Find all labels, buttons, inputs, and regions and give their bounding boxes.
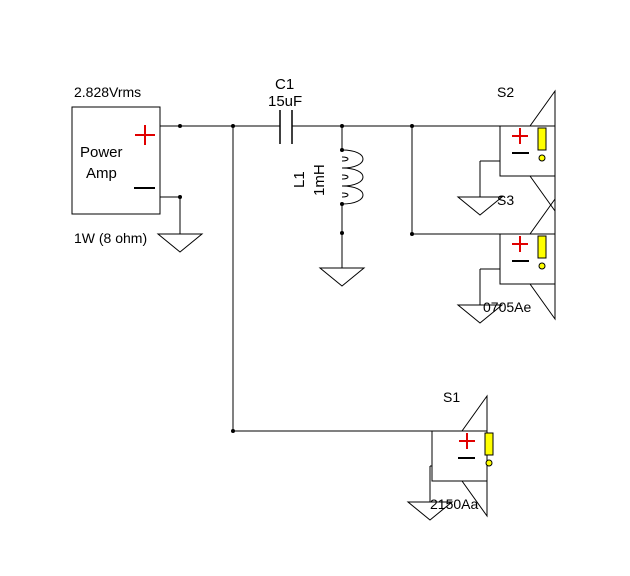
plus-icon [512,128,528,144]
wires [160,125,500,502]
s1-ref: S1 [443,389,460,405]
c1-value: 15uF [268,93,302,110]
capacitor-c1[interactable]: C1 15uF [268,76,302,144]
junction-dots [178,124,414,433]
warning-icon [484,432,494,467]
amp-power-note: 1W (8 ohm) [74,230,147,246]
s1-model: 2150Aa [430,496,478,512]
s3-ref: S3 [497,192,514,208]
power-amp-box [71,106,161,215]
junction-dot [178,195,182,199]
speaker-s1[interactable]: S1 2150Aa [430,389,494,517]
s2-ref: S2 [497,84,514,100]
plus-icon [459,433,475,449]
l1-coil [341,149,364,205]
junction-dot [231,429,235,433]
amp-voltage-label: 2.828Vrms [74,84,141,100]
l1-value: 1mH [311,164,328,196]
l1-ref: L1 [291,171,308,188]
inductor-l1[interactable]: L1 1mH [291,149,364,205]
ground-icon [457,196,503,216]
plus-icon [512,236,528,252]
plus-icon [135,125,155,145]
junction-dot [410,232,414,236]
power-amp[interactable]: 2.828Vrms Power Amp 1W (8 ohm) [71,84,161,246]
amp-name-line2: Amp [86,165,117,182]
ground-icon [319,267,365,287]
junction-dot [340,124,344,128]
ground-icon [157,233,203,253]
c1-ref: C1 [275,76,294,93]
amp-name-line1: Power [80,144,123,161]
junction-dot [231,124,235,128]
junction-dot [410,124,414,128]
speaker-s2[interactable]: S2 [497,84,556,212]
junction-dot [340,231,344,235]
warning-icon [537,235,547,270]
junction-dot [178,124,182,128]
speaker-s3[interactable]: S3 0705Ae [483,192,556,320]
warning-icon [537,127,547,162]
s3-model: 0705Ae [483,299,531,315]
